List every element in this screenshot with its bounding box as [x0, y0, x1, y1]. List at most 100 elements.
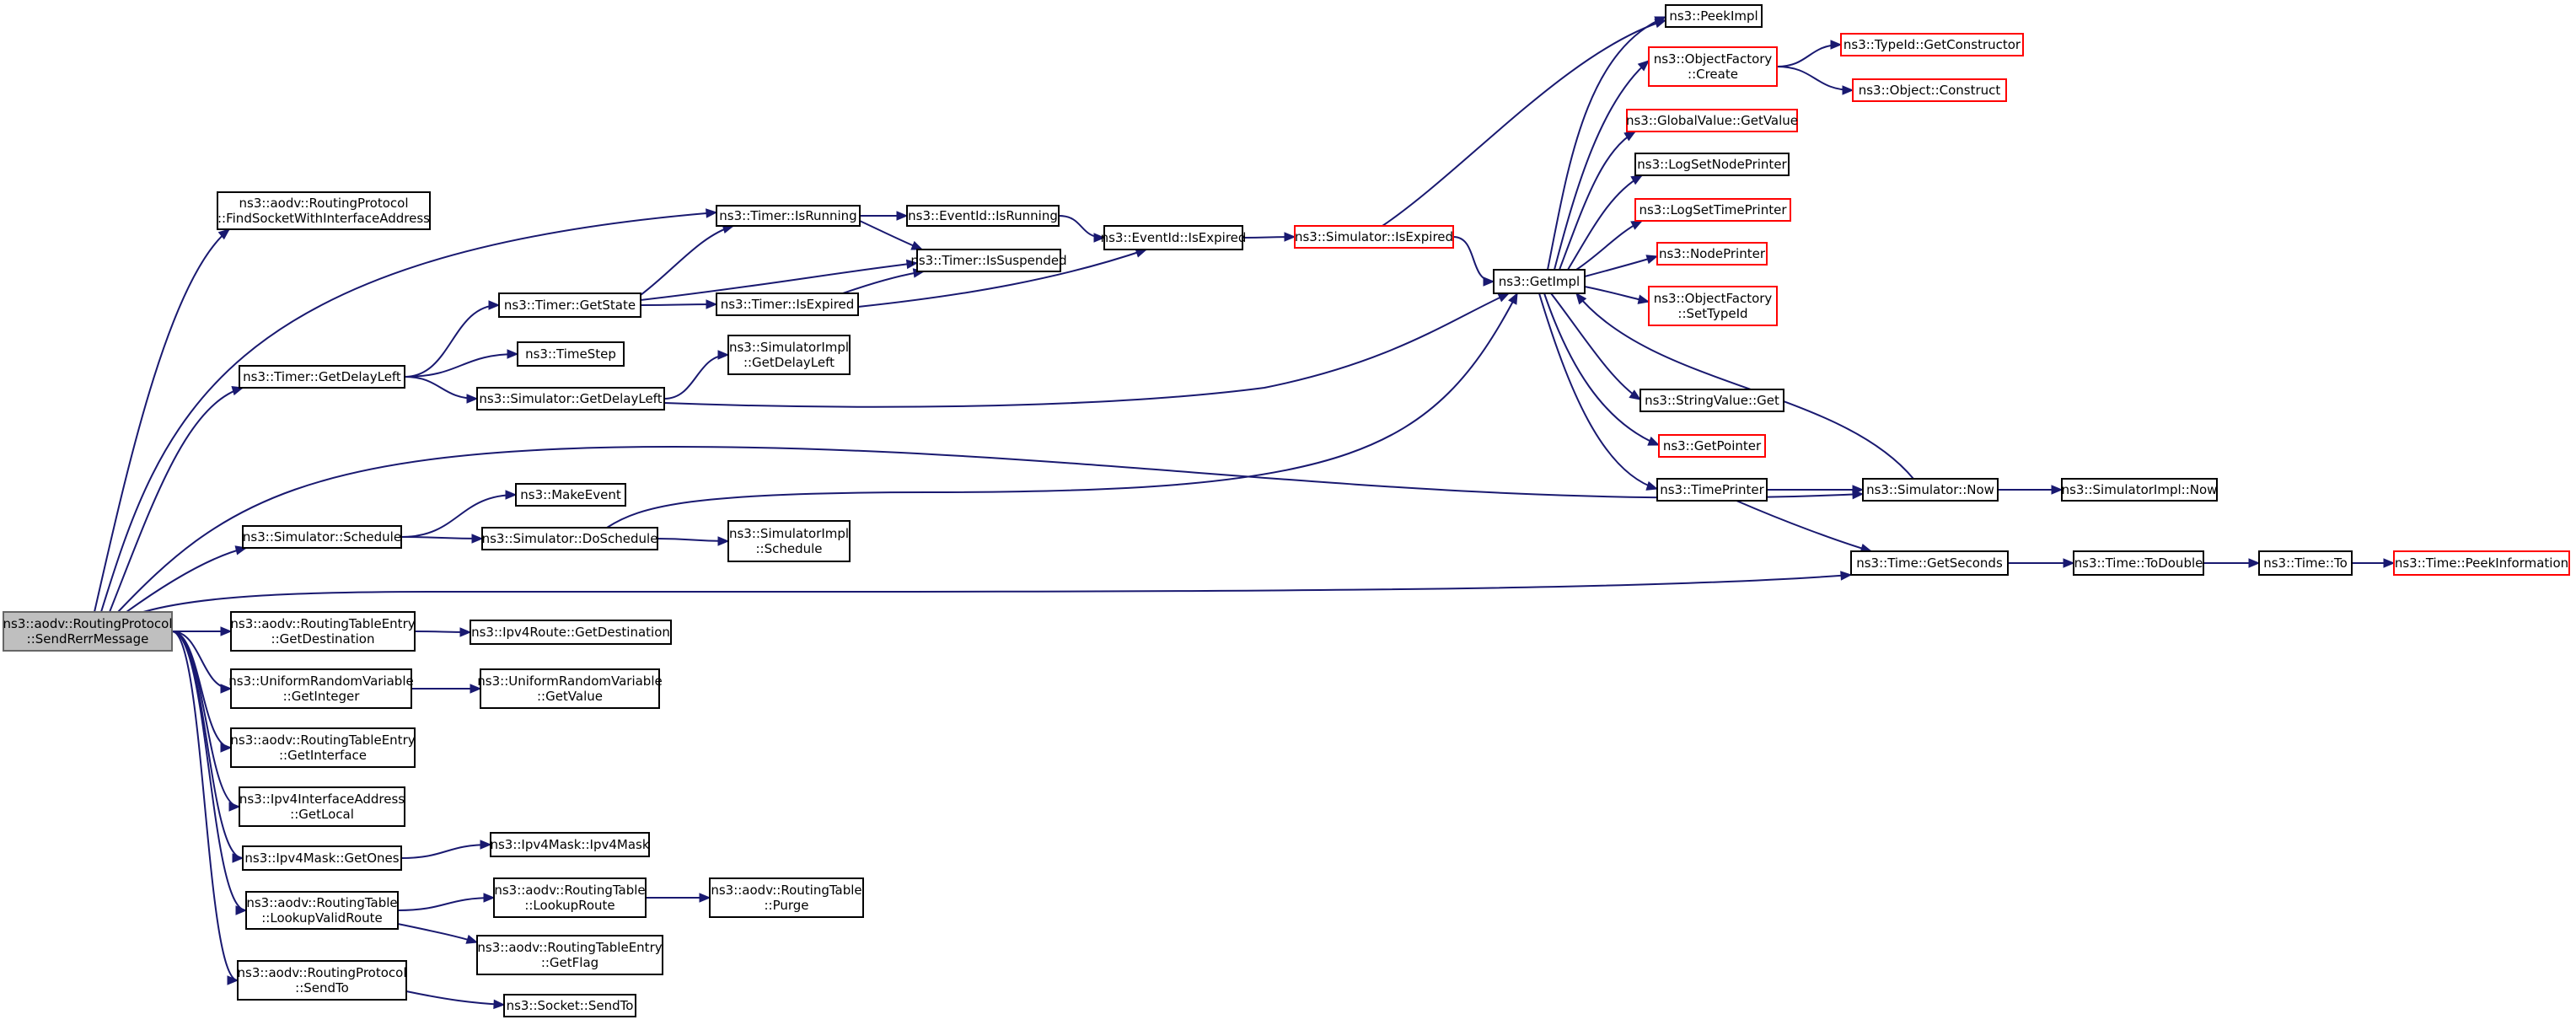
node-logSetTimePrinter[interactable]: ns3::LogSetTimePrinter: [1634, 198, 1791, 222]
node-box: [1850, 550, 2009, 576]
node-simIsExpired[interactable]: ns3::Simulator::IsExpired: [1294, 225, 1454, 249]
node-objFactoryCreate[interactable]: ns3::ObjectFactory::Create: [1648, 46, 1778, 87]
node-label: ns3::GlobalValue::GetValue: [1626, 113, 1798, 128]
node-timerGetDelayLeft[interactable]: ns3::Timer::GetDelayLeft: [239, 365, 405, 389]
node-typeIdGetConstructor[interactable]: ns3::TypeId::GetConstructor: [1840, 33, 2024, 56]
arrowhead-icon: [706, 208, 718, 218]
node-socketSendTo[interactable]: ns3::Socket::SendTo: [503, 994, 636, 1017]
node-box: [3, 611, 173, 652]
node-timerIsSuspended[interactable]: ns3::Timer::IsSuspended: [910, 249, 1067, 272]
node-rtLookupValidRoute[interactable]: ns3::aodv::RoutingTable::LookupValidRout…: [245, 891, 399, 930]
node-logSetNodePrinter[interactable]: ns3::LogSetNodePrinter: [1634, 153, 1790, 176]
node-timeToDouble[interactable]: ns3::Time::ToDouble: [2073, 550, 2204, 576]
node-box-truncated: [1656, 242, 1768, 266]
node-peekImpl[interactable]: ns3::PeekImpl: [1665, 4, 1763, 28]
node-globalValueGetValue[interactable]: ns3::GlobalValue::GetValue: [1626, 109, 1798, 132]
node-simGetDelayLeft[interactable]: ns3::Simulator::GetDelayLeft: [476, 387, 665, 411]
nodes: ns3::aodv::RoutingProtocol::SendRerrMess…: [3, 4, 2570, 1017]
node-rtLookupRoute[interactable]: ns3::aodv::RoutingTable::LookupRoute: [493, 877, 647, 918]
arrowhead-icon: [2248, 558, 2261, 568]
node-getImpl[interactable]: ns3::GetImpl: [1493, 269, 1586, 294]
node-makeEvent[interactable]: ns3::MakeEvent: [515, 483, 626, 507]
node-label: ns3::EventId::IsRunning: [908, 208, 1058, 223]
node-label: ::GetInterface: [279, 748, 367, 763]
node-box: [1656, 478, 1768, 502]
node-timeStep[interactable]: ns3::TimeStep: [517, 341, 625, 367]
node-ipv4IfAddrGetLocal[interactable]: ns3::Ipv4InterfaceAddress::GetLocal: [239, 786, 405, 827]
node-label: ns3::aodv::RoutingProtocol: [239, 196, 409, 211]
node-simNow[interactable]: ns3::Simulator::Now: [1862, 478, 1999, 502]
node-label: ::LookupRoute: [524, 898, 614, 913]
node-label: ::LookupValidRoute: [261, 910, 383, 926]
edge-line: [663, 354, 729, 400]
node-box: [480, 668, 660, 709]
node-timeGetSeconds[interactable]: ns3::Time::GetSeconds: [1850, 550, 2009, 576]
node-rpSendTo[interactable]: ns3::aodv::RoutingProtocol::SendTo: [237, 960, 407, 1001]
node-label: ns3::aodv::RoutingProtocol: [238, 965, 407, 980]
node-box-truncated: [2393, 550, 2570, 576]
edge-rtLookupRoute-to-rtPurge: [646, 893, 711, 903]
node-nodePrinter[interactable]: ns3::NodePrinter: [1656, 242, 1768, 266]
node-rteGetDestination[interactable]: ns3::aodv::RoutingTableEntry::GetDestina…: [230, 611, 416, 652]
node-label: ::SendRerrMessage: [27, 631, 149, 647]
node-label: ns3::Timer::IsSuspended: [910, 253, 1066, 268]
edge-line: [171, 631, 247, 911]
node-timerIsExpired[interactable]: ns3::Timer::IsExpired: [716, 292, 859, 316]
arrowhead-icon: [1575, 292, 1587, 305]
node-objFactorySetTypeId[interactable]: ns3::ObjectFactory::SetTypeId: [1648, 286, 1778, 326]
node-simDoSchedule[interactable]: ns3::Simulator::DoSchedule: [481, 527, 658, 550]
node-label: ns3::Simulator::Now: [1866, 482, 1994, 497]
edges: [94, 16, 2396, 1010]
node-getPointer[interactable]: ns3::GetPointer: [1658, 434, 1766, 458]
node-timerIsRunning[interactable]: ns3::Timer::IsRunning: [716, 205, 861, 227]
node-urvGetValue[interactable]: ns3::UniformRandomVariable::GetValue: [477, 668, 663, 709]
node-eventIsExpired[interactable]: ns3::EventId::IsExpired: [1101, 225, 1247, 250]
node-timerGetState[interactable]: ns3::Timer::GetState: [498, 292, 641, 318]
edge-line: [1584, 255, 1658, 277]
node-timePrinter[interactable]: ns3::TimePrinter: [1656, 478, 1768, 502]
arrowhead-icon: [1645, 255, 1659, 265]
node-rteGetFlag[interactable]: ns3::aodv::RoutingTableEntry::GetFlag: [476, 935, 663, 975]
edge-getImpl-to-objFactoryCreate: [1554, 60, 1650, 271]
node-findSocket[interactable]: ns3::aodv::RoutingProtocol::FindSocketWi…: [217, 191, 431, 230]
node-box: [239, 786, 405, 827]
node-timeTo[interactable]: ns3::Time::To: [2258, 550, 2353, 576]
node-label: ns3::ObjectFactory: [1654, 51, 1773, 67]
node-rtPurge[interactable]: ns3::aodv::RoutingTable::Purge: [709, 877, 864, 918]
node-eventIsRunning[interactable]: ns3::EventId::IsRunning: [906, 205, 1060, 227]
node-stringValueGet[interactable]: ns3::StringValue::Get: [1640, 389, 1784, 412]
node-objectConstruct[interactable]: ns3::Object::Construct: [1852, 78, 2007, 102]
node-urvGetInteger[interactable]: ns3::UniformRandomVariable::GetInteger: [228, 668, 414, 709]
node-simImplGetDelayLeft[interactable]: ns3::SimulatorImpl::GetDelayLeft: [727, 335, 851, 375]
arrowhead-icon: [1840, 571, 1853, 581]
edge-timerGetState-to-timerIsSuspended: [640, 259, 919, 301]
arrowhead-icon: [1637, 60, 1650, 72]
node-simImplSchedule[interactable]: ns3::SimulatorImpl::Schedule: [727, 520, 851, 562]
arrowhead-icon: [1630, 174, 1644, 185]
node-label: ns3::MakeEvent: [520, 487, 621, 502]
edge-line: [1575, 220, 1643, 271]
edge-root-to-timerIsRunning: [100, 208, 718, 613]
arrowhead-icon: [220, 684, 233, 694]
node-label: ::Purge: [764, 898, 808, 913]
node-simImplNow[interactable]: ns3::SimulatorImpl::Now: [2061, 478, 2218, 502]
node-box: [1103, 225, 1243, 250]
arrowhead-icon: [488, 300, 501, 310]
node-label: ns3::TypeId::GetConstructor: [1843, 37, 2021, 52]
node-box: [493, 877, 647, 918]
node-label: ns3::Object::Construct: [1859, 83, 2001, 98]
edge-line: [397, 897, 495, 911]
node-ipv4MaskGetOnes[interactable]: ns3::Ipv4Mask::GetOnes: [242, 845, 402, 871]
edge-line: [640, 262, 918, 301]
node-timePeekInformation[interactable]: ns3::Time::PeekInformation: [2393, 550, 2570, 576]
node-rteGetInterface[interactable]: ns3::aodv::RoutingTableEntry::GetInterfa…: [230, 727, 416, 768]
arrowhead-icon: [220, 626, 233, 636]
edge-eventIsRunning-to-eventIsExpired: [1058, 215, 1106, 243]
node-simSchedule[interactable]: ns3::Simulator::Schedule: [242, 525, 402, 549]
arrowhead-icon: [232, 853, 244, 863]
arrowhead-icon: [1093, 233, 1106, 243]
node-ipv4RouteGetDestination[interactable]: ns3::Ipv4Route::GetDestination: [470, 620, 672, 645]
node-box: [481, 527, 658, 550]
node-label: ns3::aodv::RoutingTableEntry: [477, 940, 662, 955]
node-ipv4MaskCtor[interactable]: ns3::Ipv4Mask::Ipv4Mask: [490, 832, 650, 857]
